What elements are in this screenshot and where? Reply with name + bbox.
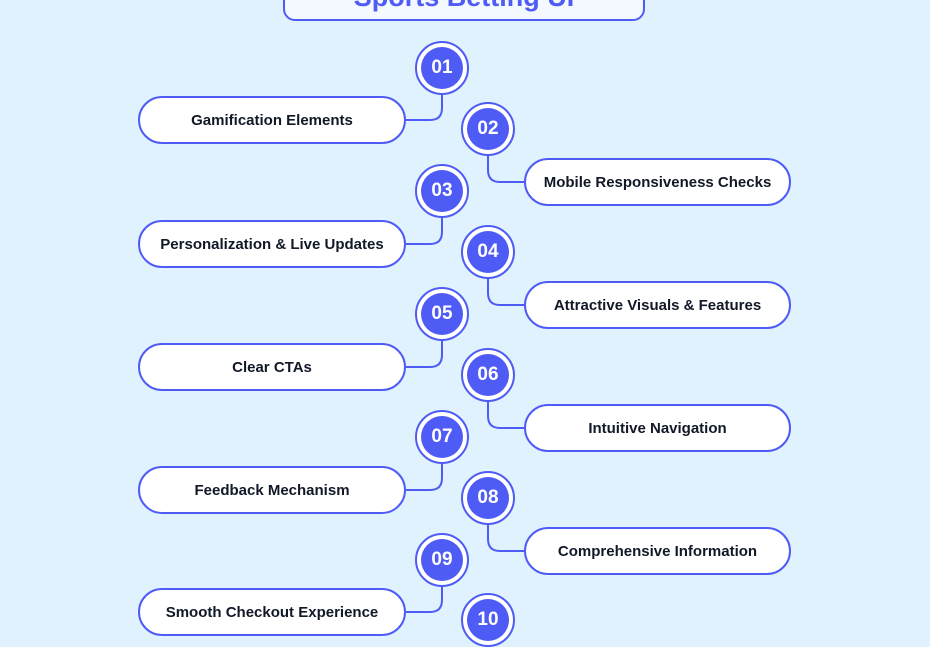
step-badge: 08: [461, 471, 515, 525]
step-number: 03: [421, 170, 463, 212]
step-number: 02: [467, 108, 509, 150]
step-label: Clear CTAs: [138, 343, 406, 391]
step-badge: 04: [461, 225, 515, 279]
step-badge: 09: [415, 533, 469, 587]
step-number: 10: [467, 599, 509, 641]
connector-line: [487, 525, 524, 552]
step-label: Gamification Elements: [138, 96, 406, 144]
step-number: 05: [421, 293, 463, 335]
step-badge: 07: [415, 410, 469, 464]
step-badge: 06: [461, 348, 515, 402]
step-badge: 02: [461, 102, 515, 156]
diagram-title: Sports Betting UI: [285, 0, 643, 13]
step-label: Mobile Responsiveness Checks: [524, 158, 791, 206]
step-label: Attractive Visuals & Features: [524, 281, 791, 329]
step-label: Intuitive Navigation: [524, 404, 791, 452]
step-number: 06: [467, 354, 509, 396]
step-label: Personalization & Live Updates: [138, 220, 406, 268]
step-number: 04: [467, 231, 509, 273]
connector-line: [406, 95, 443, 121]
step-number: 08: [467, 477, 509, 519]
step-label: Feedback Mechanism: [138, 466, 406, 514]
step-number: 01: [421, 47, 463, 89]
title-box: Sports Betting UI: [283, 0, 645, 21]
connector-line: [406, 341, 443, 368]
step-number: 09: [421, 539, 463, 581]
step-badge: 10: [461, 593, 515, 647]
step-badge: 03: [415, 164, 469, 218]
connector-line: [406, 464, 443, 491]
connector-line: [406, 218, 443, 245]
step-badge: 01: [415, 41, 469, 95]
step-badge: 05: [415, 287, 469, 341]
connector-line: [487, 279, 524, 306]
connector-line: [487, 402, 524, 429]
diagram-connectors: [220, 59, 710, 613]
step-label: Comprehensive Information: [524, 527, 791, 575]
step-label: Smooth Checkout Experience: [138, 588, 406, 636]
connector-line: [406, 587, 443, 613]
step-number: 07: [421, 416, 463, 458]
connector-line: [487, 156, 524, 183]
